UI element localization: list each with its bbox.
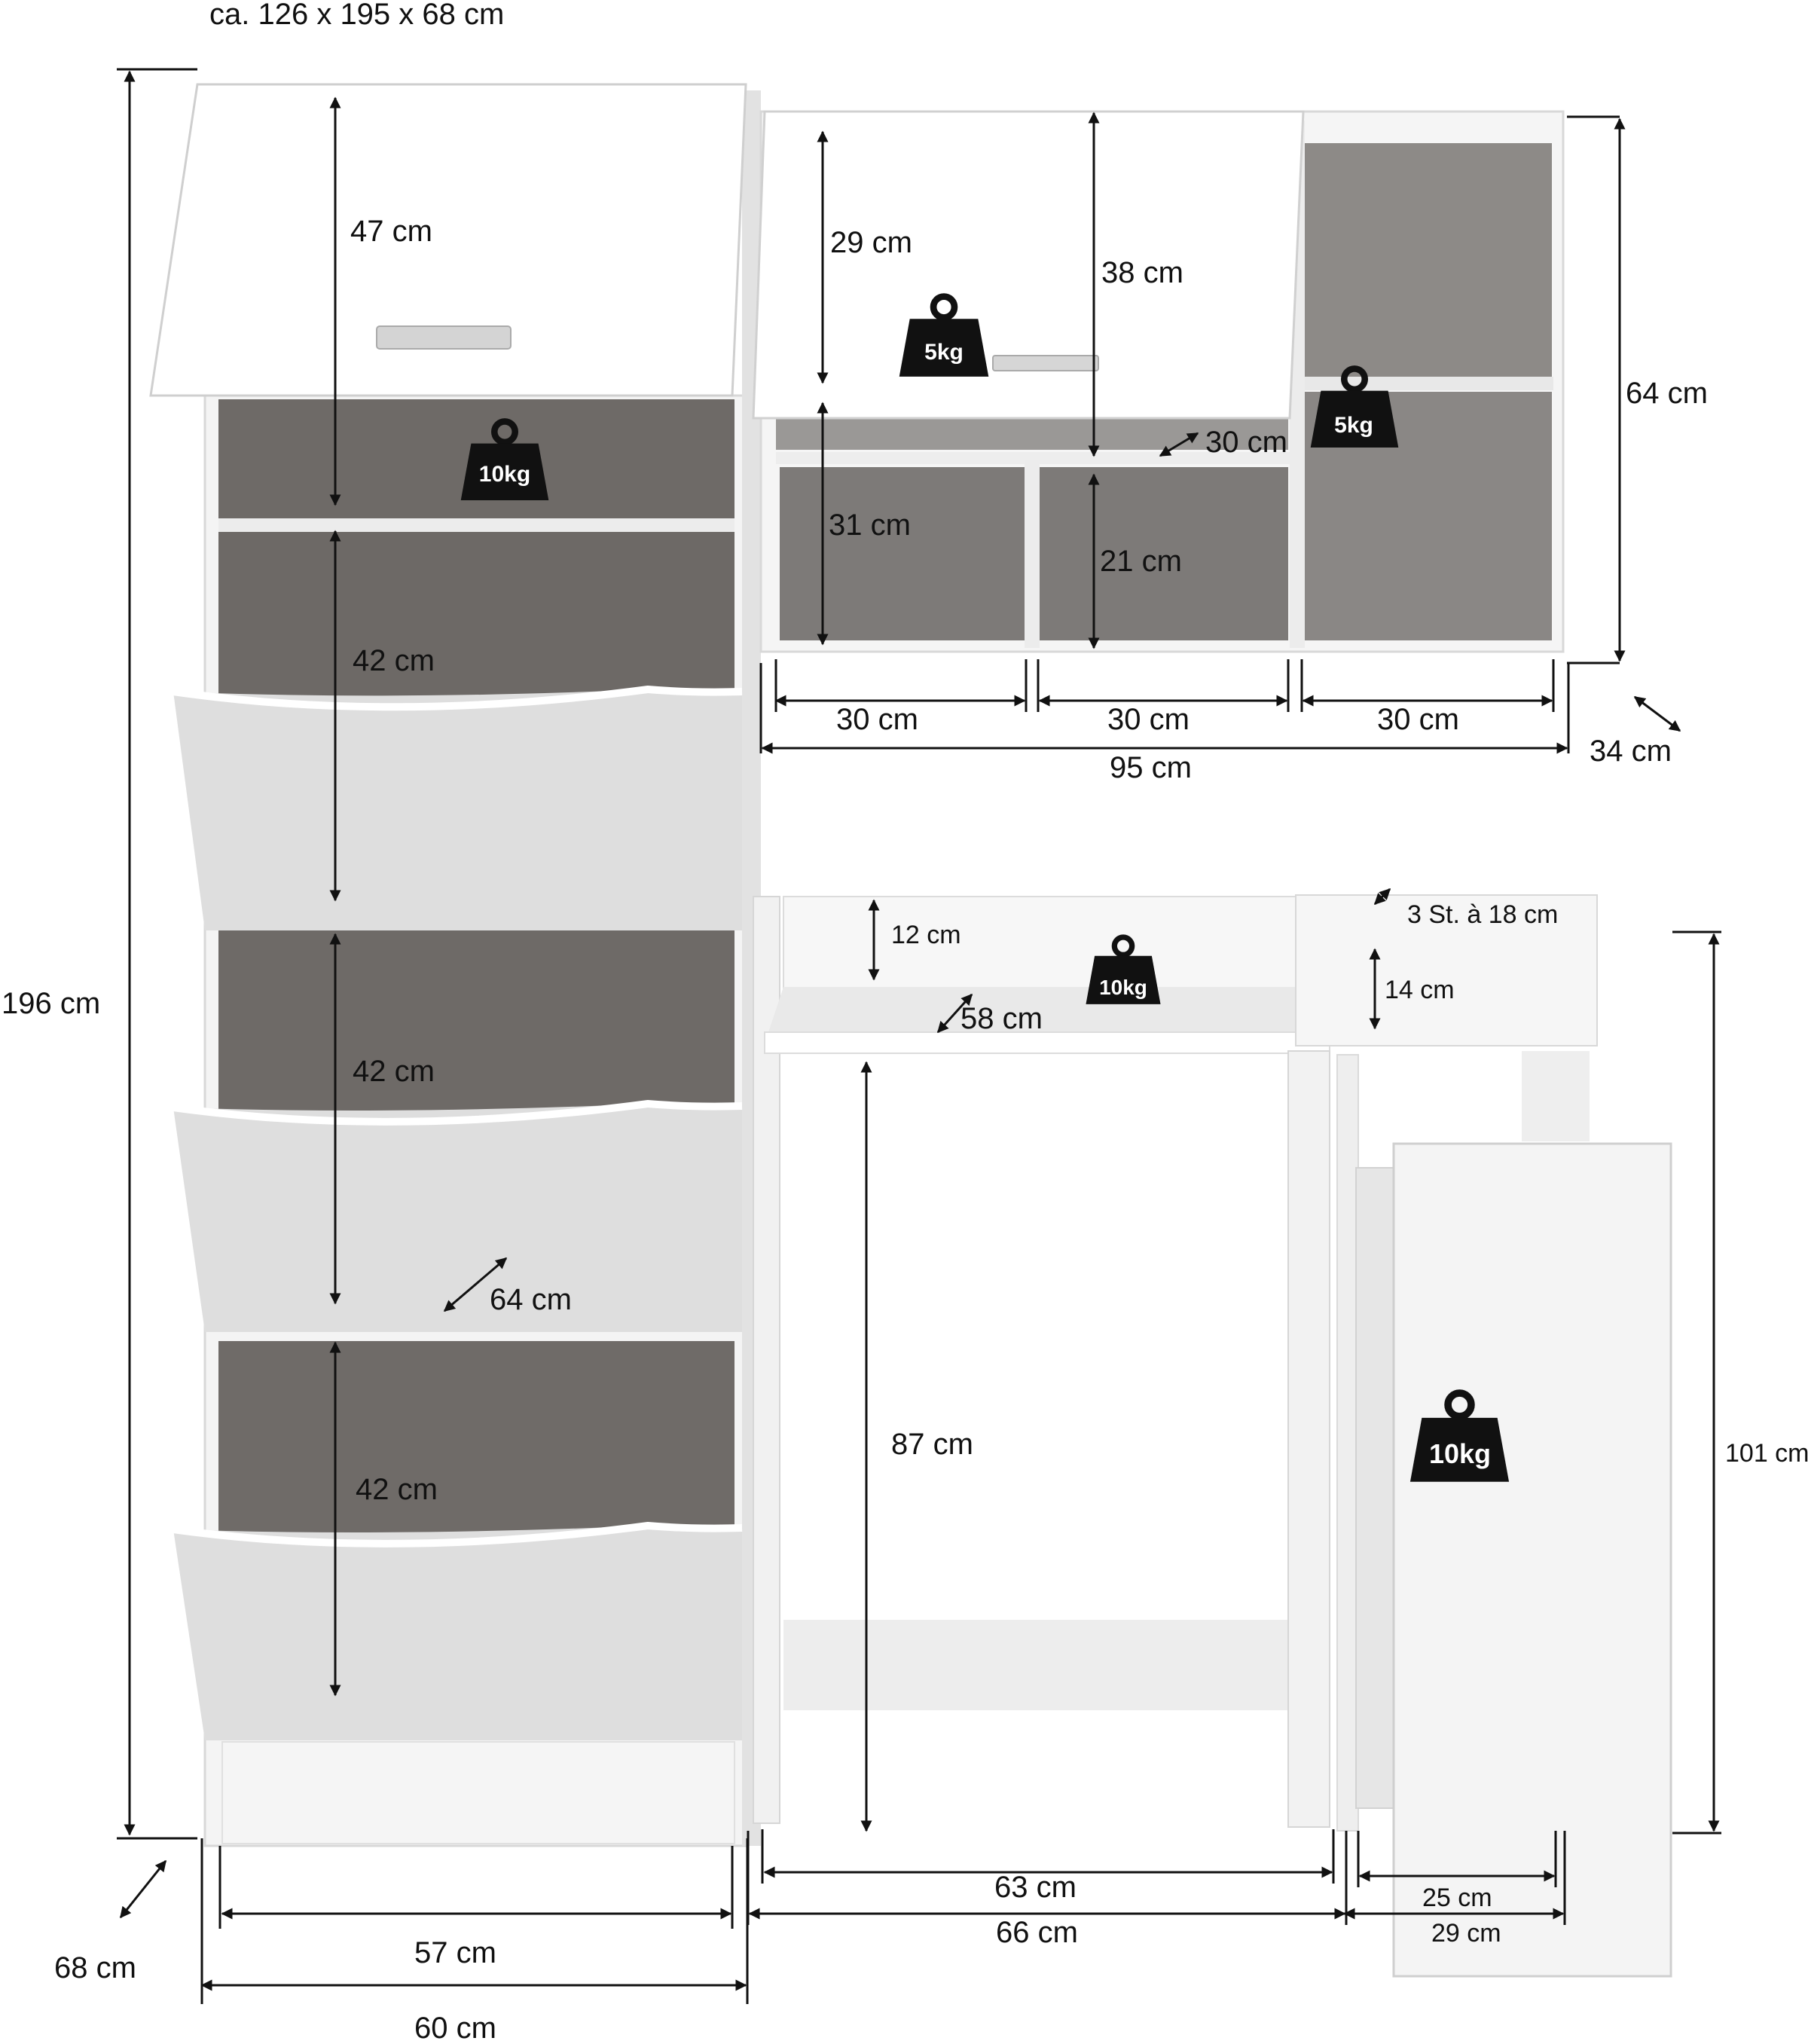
left-height-label: 196 cm — [2, 987, 100, 1020]
compartment-2-label: 42 cm — [353, 644, 435, 677]
lower-height-label: 31 cm — [829, 509, 911, 542]
desk-shelf-depth-label: 58 cm — [960, 1002, 1043, 1035]
left-depth-label: 68 cm — [54, 1951, 136, 1984]
tray-section — [1295, 894, 1598, 1046]
weight-icon: 10kg — [461, 421, 549, 500]
cubby-height-label: 21 cm — [1100, 545, 1182, 578]
weight-icons: 10kg 5kg 5kg 10kg 10kg — [461, 297, 1509, 1482]
weight-icon: 5kg — [899, 297, 989, 377]
left-inner-width-label: 57 cm — [414, 1936, 496, 1969]
cubby-2 — [1040, 467, 1288, 640]
weight-icon: 10kg — [1086, 937, 1160, 1004]
wall-height-label: 64 cm — [1626, 377, 1708, 410]
bin-2-front — [173, 1104, 742, 1332]
overall-size: ca. 126 x 195 x 68 cm — [209, 0, 504, 31]
tray-height-label: 14 cm — [1385, 976, 1455, 1004]
wall-total-width-label: 95 cm — [1110, 751, 1192, 784]
dimension-lines — [117, 68, 1721, 2004]
compartment-3-label: 42 cm — [353, 1055, 435, 1088]
inner-depth-label: 64 cm — [490, 1283, 572, 1316]
flap-height-label: 29 cm — [830, 226, 912, 259]
tray-label: 3 St. à 18 cm — [1407, 900, 1558, 929]
svg-text:10kg: 10kg — [479, 462, 530, 487]
left-shelf — [218, 518, 734, 532]
left-outer-width-label: 60 cm — [414, 2012, 496, 2044]
bin-3-front — [173, 1526, 742, 1740]
desk-upper-height-label: 12 cm — [891, 921, 961, 949]
compartment-2-interior — [218, 531, 734, 697]
weight-icon: 5kg — [1311, 368, 1399, 448]
cubby-width-3-label: 30 cm — [1377, 703, 1459, 736]
side-upper-cubby — [1305, 143, 1552, 377]
desk-outer-width-label: 66 cm — [996, 1916, 1078, 1949]
svg-text:5kg: 5kg — [1334, 413, 1373, 438]
desk-inner-width-label: 63 cm — [994, 1871, 1077, 1904]
compartment-3-interior — [218, 930, 734, 1119]
top-lid — [149, 83, 747, 397]
desk-shelf-surface — [765, 987, 1326, 1043]
desk-right-leg — [1287, 1050, 1330, 1828]
flap-handle — [992, 355, 1099, 371]
side-cabinet-front — [1392, 1142, 1672, 1978]
svg-text:5kg: 5kg — [924, 340, 964, 365]
plinth — [221, 1741, 735, 1844]
side-height-label: 101 cm — [1725, 1439, 1808, 1468]
weight-icon: 10kg — [1410, 1393, 1509, 1482]
desk-back-rail — [783, 1620, 1296, 1710]
lid-handle — [376, 325, 512, 350]
upper-cavity — [776, 418, 1288, 450]
side-cabinet — [1355, 1142, 1672, 1978]
shelf-depth-label: 30 cm — [1205, 426, 1287, 459]
wall-shelf-flap — [752, 110, 1305, 420]
wall-shelf — [752, 110, 1565, 653]
cubby-width-2-label: 30 cm — [1107, 703, 1190, 736]
svg-text:10kg: 10kg — [1429, 1438, 1491, 1469]
desk-top — [764, 1031, 1330, 1054]
side-inner-width-label: 25 cm — [1422, 1884, 1492, 1912]
wall-depth-label: 34 cm — [1590, 735, 1672, 768]
desk-leg-height-label: 87 cm — [891, 1428, 973, 1461]
cubby-1 — [780, 467, 1025, 640]
top-compartment-label: 47 cm — [350, 215, 432, 248]
left-unit — [149, 83, 761, 1847]
bin-1-front — [173, 689, 742, 930]
side-outer-width-label: 29 cm — [1431, 1919, 1501, 1948]
compartment-4-label: 42 cm — [356, 1473, 438, 1506]
flap-total-label: 38 cm — [1101, 256, 1183, 289]
svg-text:10kg: 10kg — [1099, 976, 1147, 999]
compartment-4-interior — [218, 1341, 734, 1544]
cubby-width-1-label: 30 cm — [836, 703, 918, 736]
